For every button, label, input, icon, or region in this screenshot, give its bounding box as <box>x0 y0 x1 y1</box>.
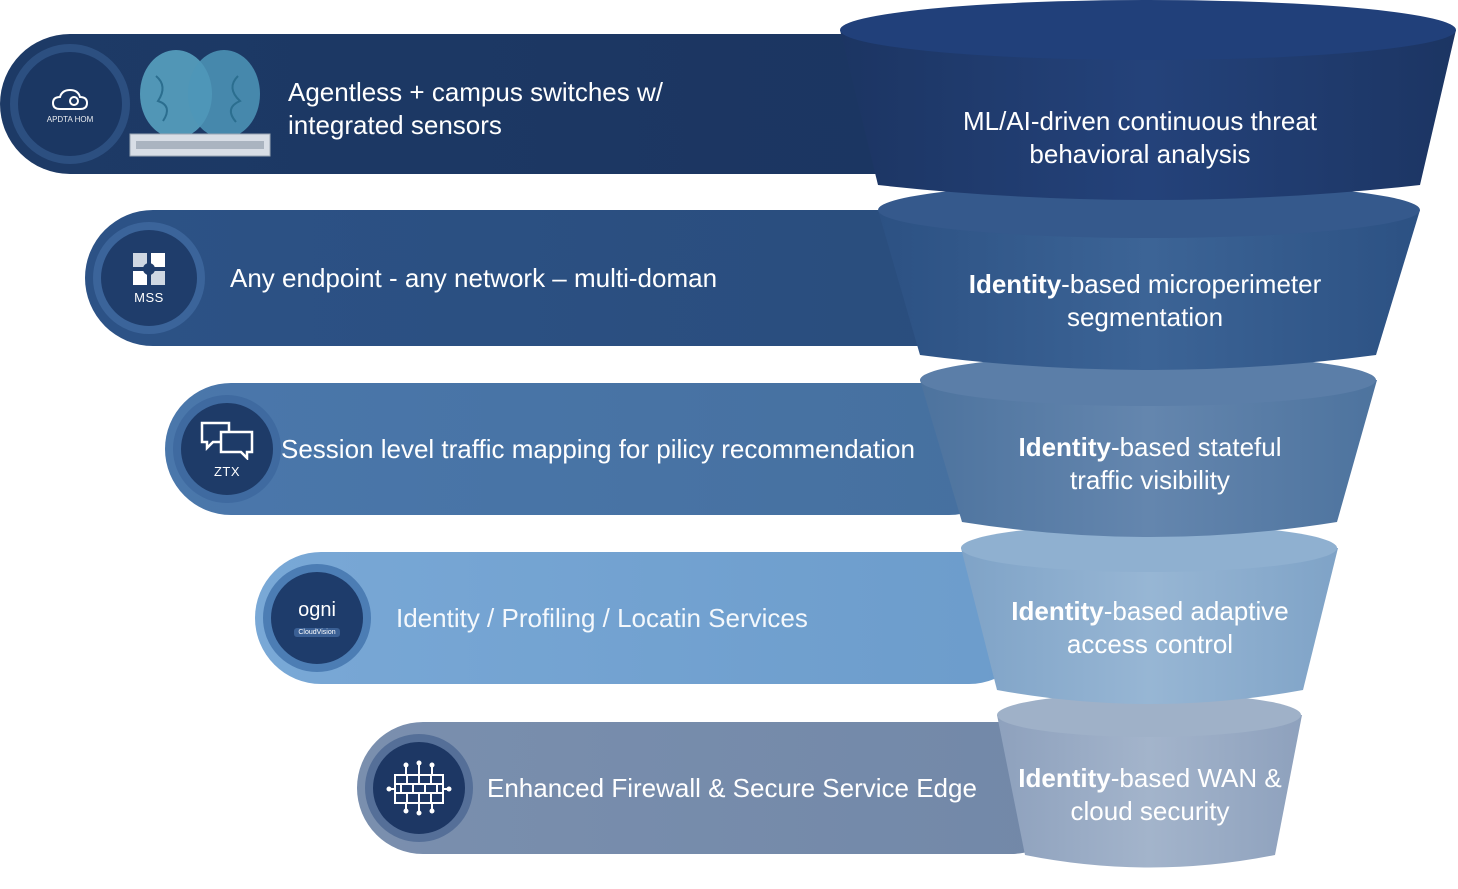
funnel-rest-1: ML/AI-driven continuous threat behaviora… <box>962 106 1318 169</box>
funnel-bold-2: Identity <box>968 269 1062 299</box>
band-text-5: Enhanced Firewall & Secure Service Edge <box>487 773 977 803</box>
band-text-2: Any endpoint - any network – multi-doman <box>230 263 718 293</box>
icon-caption-1: APDTA HOM <box>46 114 94 124</box>
grid-cube-icon: MSS <box>93 222 205 334</box>
chat-bubbles-icon: ZTX <box>173 395 281 503</box>
funnel-bold-3: Identity <box>1018 432 1111 462</box>
icon-caption-3: ZTX <box>213 463 241 479</box>
grid-cube-glyph <box>133 252 165 285</box>
funnel-text-3: Identity-based stateful traffic visibili… <box>990 431 1310 497</box>
firewall-glyph <box>386 760 452 816</box>
funnel-rest-5: -based WAN & cloud security <box>1070 763 1282 826</box>
icon-caption-4: ogni <box>298 599 336 621</box>
icon-subcaption-4: CloudVision <box>294 628 340 637</box>
layer-band-1: APDTA HOM Agentless + campus switches w/… <box>0 34 980 174</box>
funnel-rest-4: -based adaptive access control <box>1066 596 1289 659</box>
band-text-3: Session level traffic mapping for pilicy… <box>281 434 915 464</box>
cloud-badge-icon: ogni CloudVision <box>263 564 371 672</box>
band-text-1: Agentless + campus switches w/ integrate… <box>288 77 663 140</box>
cloud-gear-icon: APDTA HOM <box>10 44 130 164</box>
icon-caption-2: MSS <box>134 289 164 305</box>
layer-band-5: Enhanced Firewall & Secure Service Edge <box>357 722 1077 854</box>
funnel-bold-5: Identity <box>1018 763 1111 793</box>
funnel-text-4: Identity-based adaptive access control <box>1000 595 1300 661</box>
layer-band-2: MSS Any endpoint - any network – multi-d… <box>85 210 985 346</box>
funnel-text-5: Identity-based WAN & cloud security <box>1010 762 1290 828</box>
firewall-icon <box>365 734 473 842</box>
brain-switch-illustration <box>129 50 271 157</box>
layer-band-4: ogni CloudVision Identity / Profiling / … <box>255 552 1035 684</box>
layer-band-3: ZTX Session level traffic mapping for pi… <box>165 383 1015 515</box>
funnel-rest-2: -based microperimeter segmentation <box>1061 269 1322 332</box>
funnel-rest-3: -based stateful traffic visibility <box>1070 432 1282 495</box>
band-text-4: Identity / Profiling / Locatin Services <box>396 603 808 633</box>
funnel-bold-4: Identity <box>1011 596 1104 626</box>
funnel-text-1: ML/AI-driven continuous threat behaviora… <box>940 105 1340 171</box>
chat-bubbles-glyph <box>200 421 254 460</box>
cloud-gear-glyph <box>51 88 89 110</box>
funnel-text-2: Identity-based microperimeter segmentati… <box>950 268 1340 334</box>
